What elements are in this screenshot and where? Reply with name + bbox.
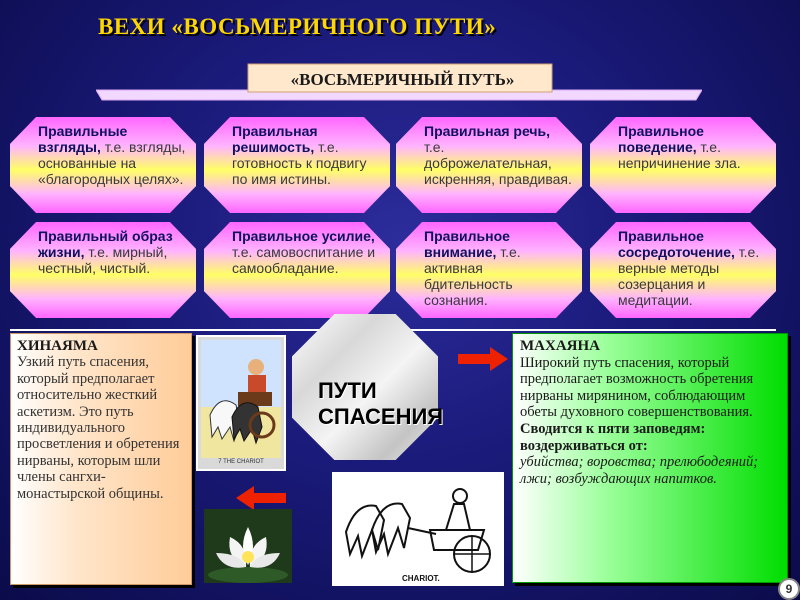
paths-label-line2: СПАСЕНИЯ	[318, 404, 444, 429]
path-item-head: Правильное сосредоточение	[618, 228, 732, 260]
path-item-right-conduct: Правильное поведение, т.е. непричинение …	[590, 117, 776, 213]
mahayana-commandments-title: Сводится к пяти заповедям: воздерживатьс…	[520, 420, 706, 454]
chariot-drawing-image: CHARIOT.	[332, 472, 504, 586]
path-item-head: Правильное внимание	[424, 228, 510, 260]
marble-octagon	[292, 314, 438, 460]
path-item-head: Правильная речь	[424, 123, 547, 139]
path-item-head: Правильный образ жизни	[38, 228, 173, 260]
mahayana-commandments: убийства; воровства; прелюбодеяний; лжи;…	[520, 454, 759, 487]
path-item-right-resolve: Правильная решимость, т.е. готовность к …	[204, 117, 390, 213]
path-item-body: т.е. активная бдительность сознания.	[424, 244, 521, 308]
chariot-tarot-card-image: 7 THE CHARIOT	[196, 335, 286, 471]
path-item-head: Правильные взгляды	[38, 123, 128, 155]
path-item-head: Правильная решимость	[232, 123, 318, 155]
path-item-body: т.е. самовоспитание и самообладание.	[232, 244, 376, 276]
salvation-paths-label: ПУТИ СПАСЕНИЯ	[318, 378, 443, 430]
path-item-head: Правильное поведение	[618, 123, 704, 155]
hinayana-title: ХИНАЯМА	[17, 338, 98, 354]
banner-shape	[96, 63, 702, 101]
card-caption: 7 THE CHARIOT	[218, 459, 264, 465]
path-item-right-concentration: Правильное сосредоточение, т.е. верные м…	[590, 222, 776, 318]
arrow-right-icon	[458, 347, 508, 371]
paths-label-line1: ПУТИ	[318, 378, 377, 403]
slide-title: ВЕХИ «ВОСЬМЕРИЧНОГО ПУТИ»	[98, 14, 497, 39]
path-item-right-mindfulness: Правильное внимание, т.е. активная бдите…	[396, 222, 582, 318]
hinayana-panel: ХИНАЯМА Узкий путь спасения, который пре…	[10, 333, 192, 585]
banner-label: «ВОСЬМЕРИЧНЫЙ ПУТЬ»	[290, 70, 515, 89]
path-item-body: т.е. верные методы созерцания и медитаци…	[618, 244, 760, 308]
path-item-body: т.е. непричинение зла.	[618, 139, 741, 171]
path-item-body: т.е. готовность к подвигу по имя истины.	[232, 139, 367, 187]
path-item-right-effort: Правильное усилие, т.е. самовоспитание и…	[204, 222, 390, 318]
mahayana-title: МАХАЯНА	[520, 338, 600, 354]
arrow-left-icon	[236, 486, 286, 510]
path-item-right-livelihood: Правильный образ жизни, т.е. мирный, чес…	[10, 222, 196, 318]
mahayana-text: Широкий путь спасения, который предполаг…	[520, 354, 754, 421]
mahayana-panel: МАХАЯНА Широкий путь спасения, который п…	[512, 333, 788, 583]
page-number: 9	[778, 578, 800, 600]
path-item-body: т.е. мирный, честный, чистый.	[38, 244, 168, 276]
path-item-body: т.е. взгляды, основанные на «благородных…	[38, 139, 186, 187]
path-item-right-view: Правильные взгляды, т.е. взгляды, основа…	[10, 117, 196, 213]
drawing-caption: CHARIOT.	[402, 574, 440, 583]
lotus-image	[204, 509, 292, 583]
path-item-body: т.е. доброжелательная, искренняя, правди…	[424, 139, 572, 187]
hinayana-text: Узкий путь спасения, который предполагае…	[17, 354, 180, 502]
path-item-right-speech: Правильная речь, т.е. доброжелательная, …	[396, 117, 582, 213]
path-item-head: Правильное усилие	[232, 228, 371, 244]
